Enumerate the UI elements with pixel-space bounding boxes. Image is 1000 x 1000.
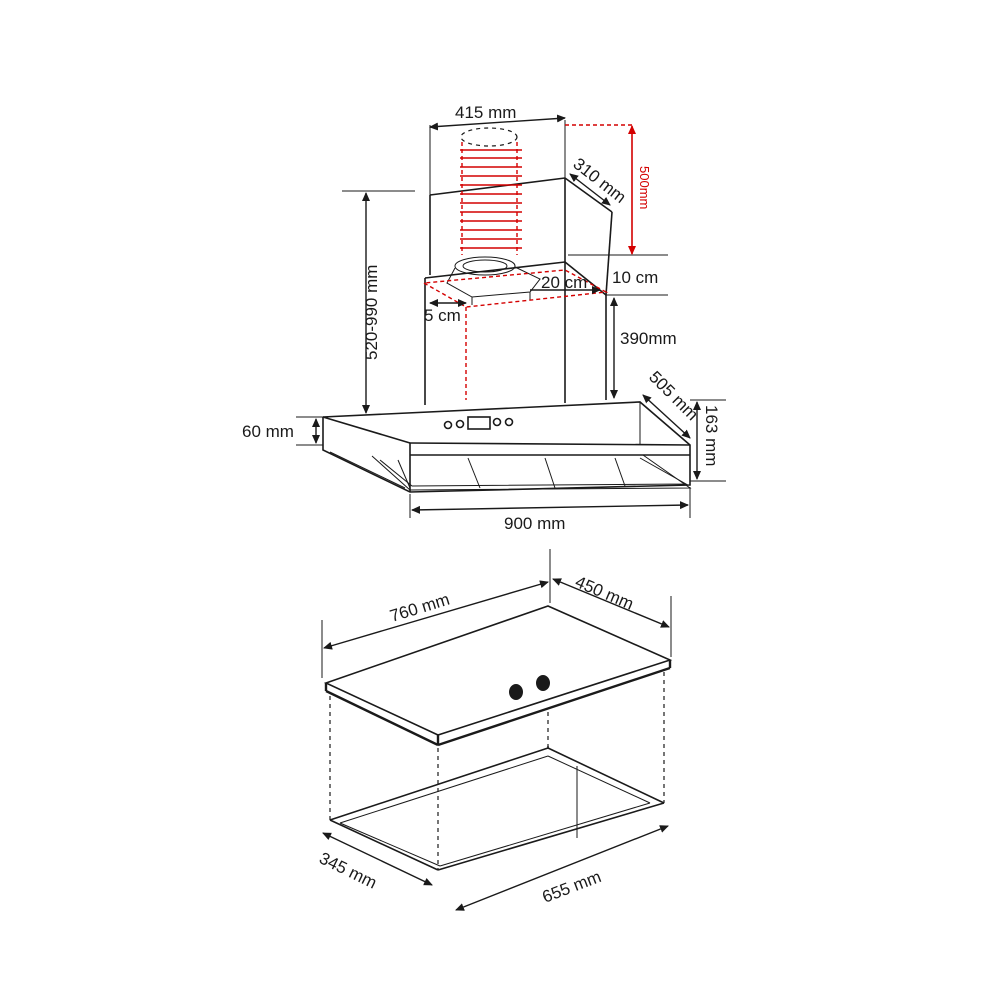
control-panel bbox=[443, 416, 514, 430]
dim-line-top-width bbox=[429, 114, 566, 131]
control-button-4 bbox=[504, 417, 514, 427]
control-button-3 bbox=[492, 417, 502, 427]
label-hood-width: 900 mm bbox=[504, 514, 565, 533]
label-duct-offset-front: 5 cm bbox=[424, 306, 461, 325]
cooker-hood: 415 mm 310 mm 500mm 520-990 mm 10 cm 20 … bbox=[242, 103, 726, 533]
dim-line-cutout-width bbox=[455, 825, 669, 911]
hob-cutout-box bbox=[329, 672, 665, 871]
label-lower-chimney: 390mm bbox=[620, 329, 677, 348]
control-button-1 bbox=[443, 420, 453, 430]
hob: 760 mm 450 mm 345 mm 655 mm bbox=[316, 549, 673, 911]
label-clearance-top: 10 cm bbox=[612, 268, 658, 287]
label-duct-offset-side: 20 cm bbox=[541, 273, 587, 292]
label-duct-height: 500mm bbox=[637, 166, 652, 209]
canopy bbox=[322, 401, 692, 493]
label-canopy-depth: 505 mm bbox=[645, 367, 702, 424]
label-hob-depth: 450 mm bbox=[572, 572, 636, 613]
label-canopy-height: 60 mm bbox=[242, 422, 294, 441]
label-adjust-range: 520-990 mm bbox=[362, 265, 381, 360]
dim-line-chimney-depth bbox=[569, 173, 611, 206]
hob-glass-top bbox=[323, 605, 673, 747]
dim-line-hob-width bbox=[323, 580, 549, 650]
control-knob-2 bbox=[536, 675, 550, 691]
duct-outlet-top bbox=[460, 127, 518, 147]
dim-line-cutout-depth bbox=[322, 832, 433, 886]
dim-line-hood-width bbox=[411, 501, 689, 514]
dim-line-hob-depth bbox=[552, 578, 670, 628]
red-flexible-duct bbox=[460, 124, 632, 255]
display-panel bbox=[467, 416, 491, 430]
dim-line-canopy-depth bbox=[642, 394, 691, 439]
label-total-height: 163 mm bbox=[702, 405, 721, 466]
chimney-upper bbox=[429, 120, 613, 296]
control-knob-1 bbox=[509, 684, 523, 700]
label-top-width: 415 mm bbox=[455, 103, 516, 122]
duct-adaptor bbox=[423, 256, 609, 400]
control-button-2 bbox=[455, 419, 465, 429]
